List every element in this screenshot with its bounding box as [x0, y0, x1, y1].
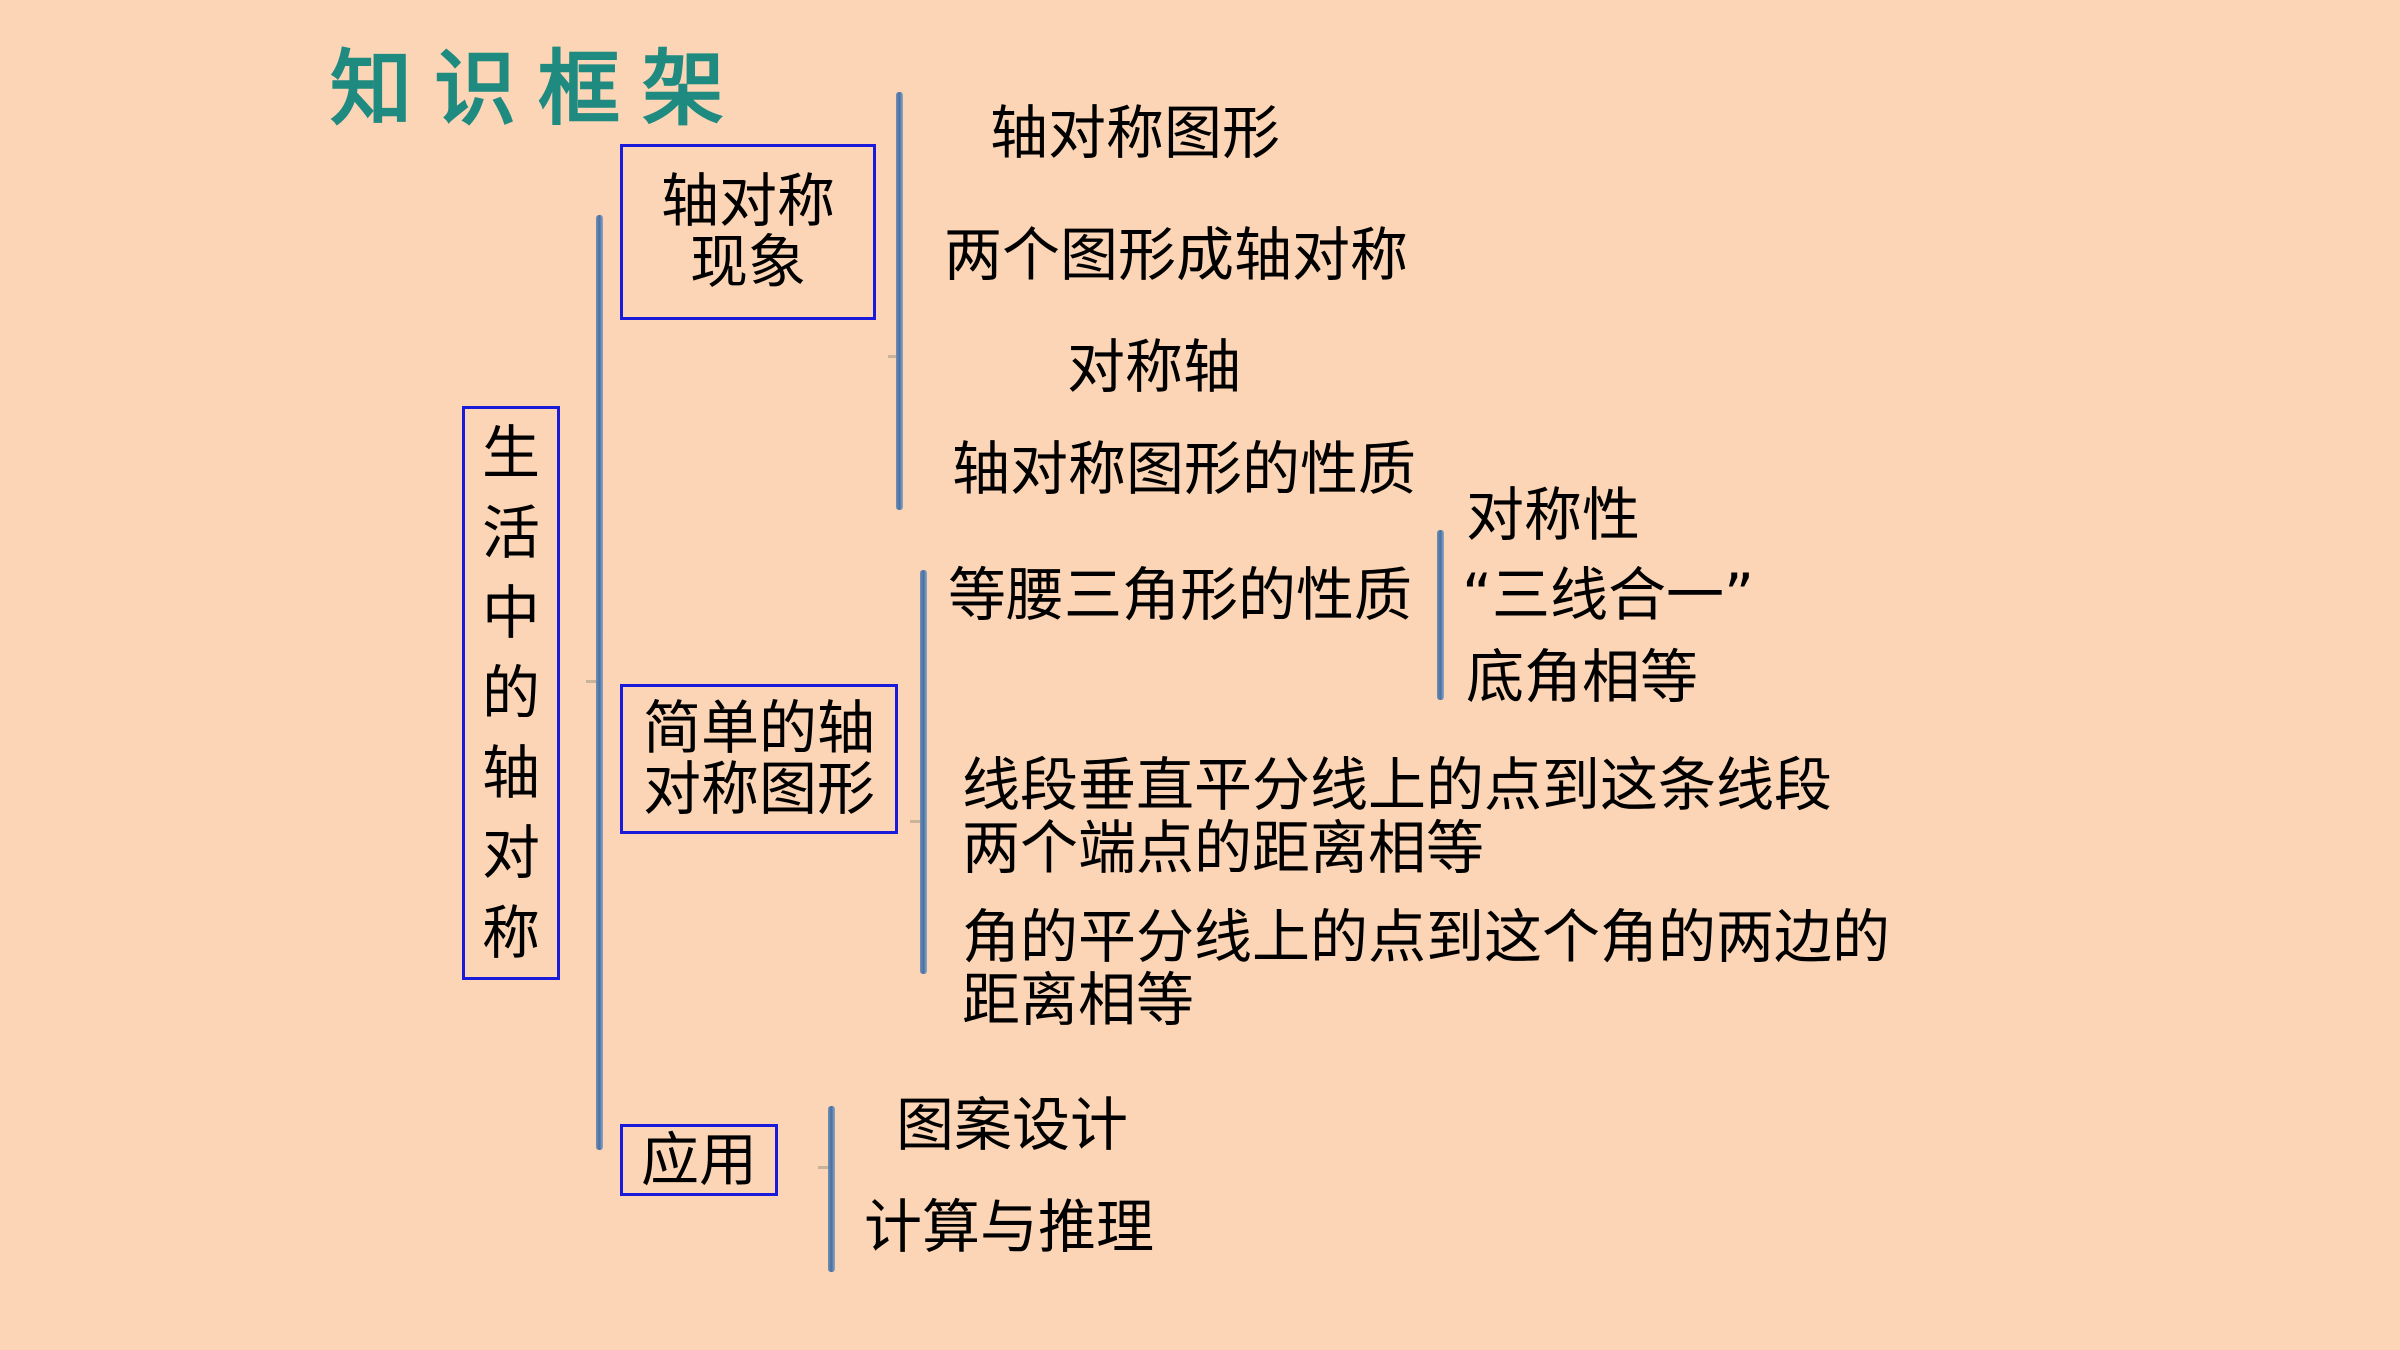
- branch-label-line: 应用: [640, 1125, 757, 1194]
- branch2-bracket-line: [920, 570, 927, 974]
- text-line: 角的平分线上的点到这个角的两边的: [962, 903, 1891, 971]
- branch-node-simple-figures: 简单的轴 对称图形: [620, 684, 898, 834]
- item-base-angles-equal: 底角相等: [1466, 643, 1699, 711]
- root-bracket-line: [596, 215, 603, 1150]
- item-symmetry-properties: 轴对称图形的性质: [952, 435, 1417, 503]
- root-node: 生 活 中 的 轴 对 称: [462, 406, 560, 980]
- root-char: 活: [481, 498, 540, 567]
- root-char: 称: [481, 899, 540, 968]
- text-line: 线段垂直平分线上的点到这条线段: [962, 751, 1833, 819]
- branch-label-line: 轴对称: [660, 167, 835, 236]
- item-perpendicular-bisector: 线段垂直平分线上的点到这条线段 两个端点的距离相等: [962, 754, 1832, 879]
- root-char: 轴: [481, 739, 540, 808]
- item-calculation-reasoning: 计算与推理: [864, 1193, 1155, 1261]
- branch-label-line: 简单的轴: [642, 694, 875, 763]
- text-line: 距离相等: [962, 965, 1195, 1034]
- root-char: 生: [481, 418, 540, 487]
- root-connector-tick: [586, 680, 598, 683]
- branch-label-line: 现象: [689, 228, 806, 296]
- branch-label-line: 对称图形: [642, 755, 875, 823]
- branch1-connector-tick: [888, 355, 900, 358]
- branch1-bracket-line: [896, 92, 903, 510]
- item-symmetry: 对称性: [1466, 481, 1641, 549]
- item-axisymmetric-figure: 轴对称图形: [990, 99, 1281, 167]
- branch2-connector-tick: [910, 820, 922, 823]
- item-symmetry-axis: 对称轴: [1067, 333, 1242, 401]
- item-three-lines-coincide: “三线合一”: [1462, 561, 1755, 629]
- branch3-connector-tick: [818, 1166, 830, 1169]
- item-pattern-design: 图案设计: [896, 1091, 1129, 1159]
- isosceles-bracket-line: [1437, 530, 1444, 700]
- branch-node-phenomenon: 轴对称 现象: [620, 144, 876, 320]
- item-two-figures-symmetric: 两个图形成轴对称: [944, 221, 1409, 289]
- branch-node-application: 应用: [620, 1124, 778, 1196]
- item-isosceles-properties: 等腰三角形的性质: [948, 561, 1413, 629]
- root-char: 中: [481, 578, 540, 647]
- root-char: 的: [481, 658, 540, 727]
- branch3-bracket-line: [828, 1106, 835, 1272]
- page-title: 知识框架: [330, 41, 747, 137]
- root-char: 对: [481, 819, 540, 888]
- item-angle-bisector: 角的平分线上的点到这个角的两边的 距离相等: [962, 906, 1890, 1031]
- text-line: 两个端点的距离相等: [962, 813, 1485, 882]
